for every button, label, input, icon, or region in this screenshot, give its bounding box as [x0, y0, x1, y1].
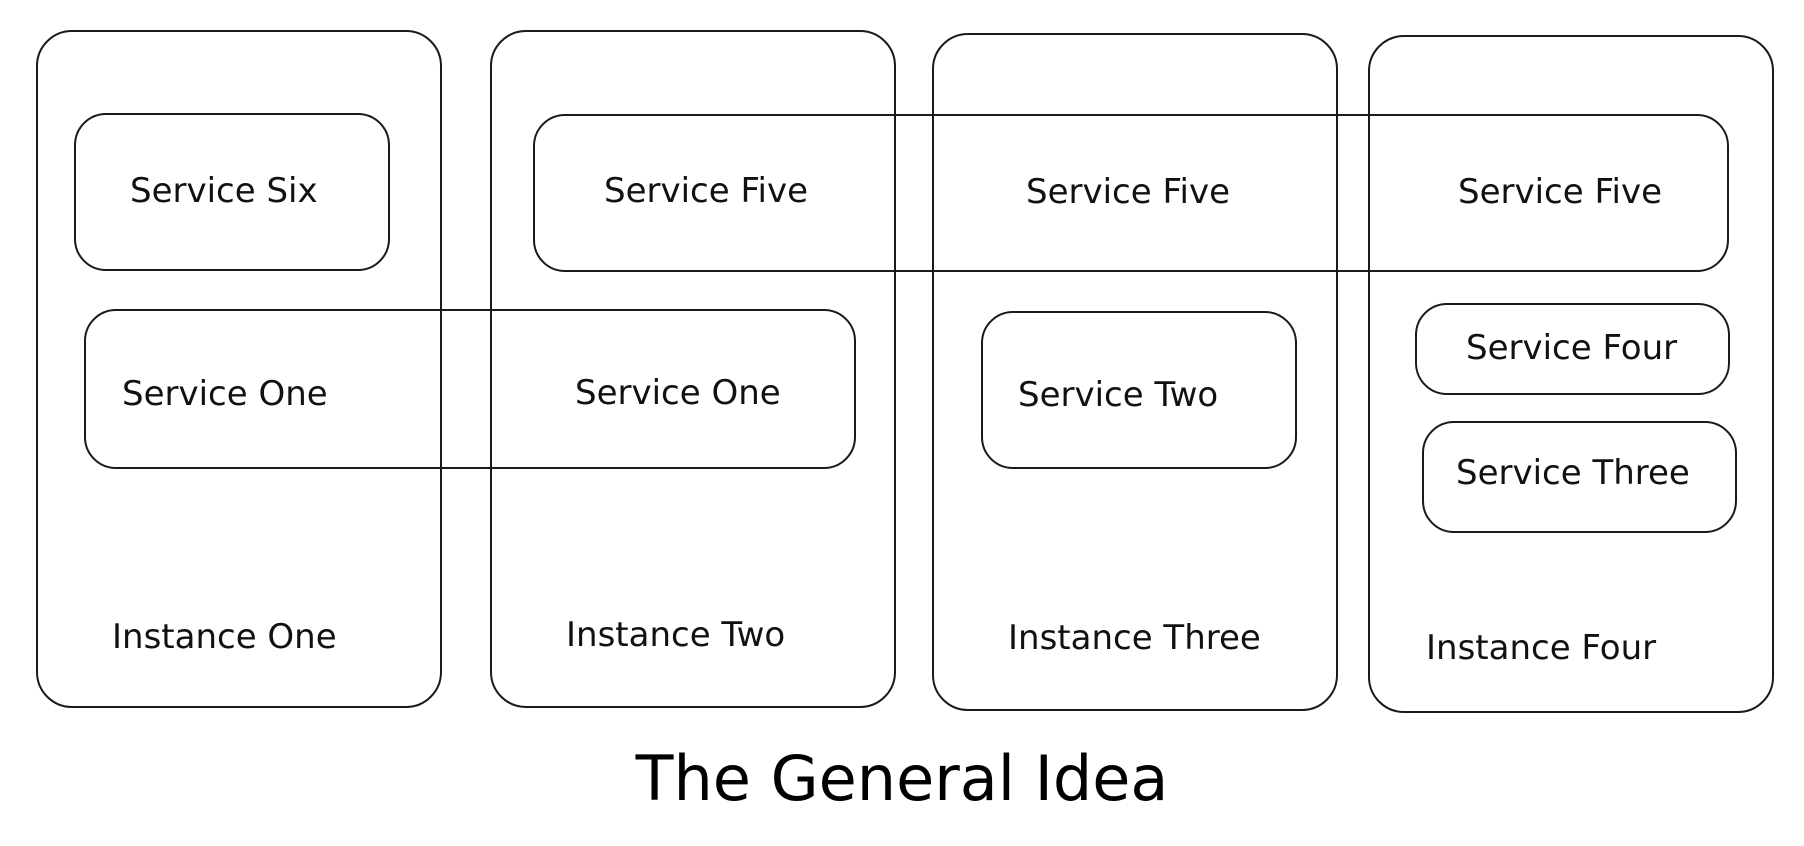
instance-two-box — [490, 30, 896, 708]
service-three-box — [1422, 421, 1737, 533]
service-one-box — [84, 309, 856, 469]
service-five-box — [533, 114, 1729, 272]
instance-four-box — [1368, 35, 1774, 713]
instance-three-box — [932, 33, 1338, 711]
service-five-label: Service Five — [1026, 172, 1231, 212]
instance-two-label: Instance Two — [566, 615, 786, 655]
instance-three-label: Instance Three — [1008, 618, 1261, 658]
service-one-label: Service One — [122, 374, 328, 414]
instance-four-label: Instance Four — [1426, 628, 1657, 668]
service-five-label: Service Five — [1458, 172, 1663, 212]
diagram-title: The General Idea — [635, 742, 1169, 815]
service-five-label: Service Five — [604, 171, 809, 211]
service-four-box — [1415, 303, 1730, 395]
service-one-label: Service One — [575, 373, 781, 413]
service-two-box — [981, 311, 1297, 469]
instance-one-label: Instance One — [112, 617, 337, 657]
service-six-box — [74, 113, 390, 271]
service-two-label: Service Two — [1018, 375, 1219, 415]
service-four-label: Service Four — [1466, 328, 1678, 368]
service-three-label: Service Three — [1456, 453, 1690, 493]
instance-one-box — [36, 30, 442, 708]
service-six-label: Service Six — [130, 171, 318, 211]
